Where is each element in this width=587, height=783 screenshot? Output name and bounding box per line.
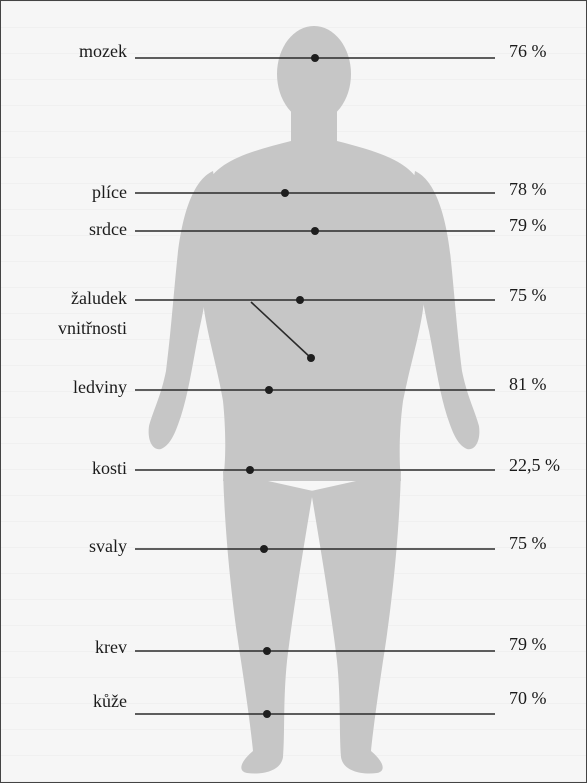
leader-dot-kuze (263, 710, 271, 718)
silhouette-right-leg (311, 471, 401, 773)
organ-value-ledviny: 81 % (509, 374, 547, 394)
leader-dot-kosti (246, 466, 254, 474)
organ-label-ledviny: ledviny (73, 377, 127, 397)
organ-label-zaludek: žaludek (71, 288, 127, 308)
organ-label-srdce: srdce (89, 219, 127, 239)
leader-dot-ledviny (265, 386, 273, 394)
organ-value-kuze: 70 % (509, 688, 547, 708)
organ-label-kosti: kosti (92, 458, 127, 478)
organ-label-kuze: kůže (93, 691, 127, 711)
organ-value-svaly: 75 % (509, 533, 547, 553)
organ-value-mozek: 76 % (509, 41, 547, 61)
organ-label-plice: plíce (92, 182, 127, 202)
leader-dot-krev (263, 647, 271, 655)
organ-value-zaludek: 75 % (509, 285, 547, 305)
organ-value-plice: 78 % (509, 179, 547, 199)
organ-value-krev: 79 % (509, 634, 547, 654)
organ-value-srdce: 79 % (509, 215, 547, 235)
organ-label-svaly: svaly (89, 536, 127, 556)
silhouette-torso (200, 141, 427, 481)
leader-dot-mozek (311, 54, 319, 62)
leader-dot-vnitrnosti (307, 354, 315, 362)
leader-dot-plice (281, 189, 289, 197)
leader-dot-svaly (260, 545, 268, 553)
organ-value-kosti: 22,5 % (509, 455, 560, 475)
silhouette-head (277, 26, 351, 122)
body-silhouette (149, 26, 480, 773)
organ-label-krev: krev (95, 637, 127, 657)
silhouette-left-leg (223, 471, 313, 773)
leader-dot-srdce (311, 227, 319, 235)
leader-dot-zaludek (296, 296, 304, 304)
organ-label-mozek: mozek (79, 41, 127, 61)
organ-label-vnitrnosti: vnitřnosti (58, 318, 127, 338)
